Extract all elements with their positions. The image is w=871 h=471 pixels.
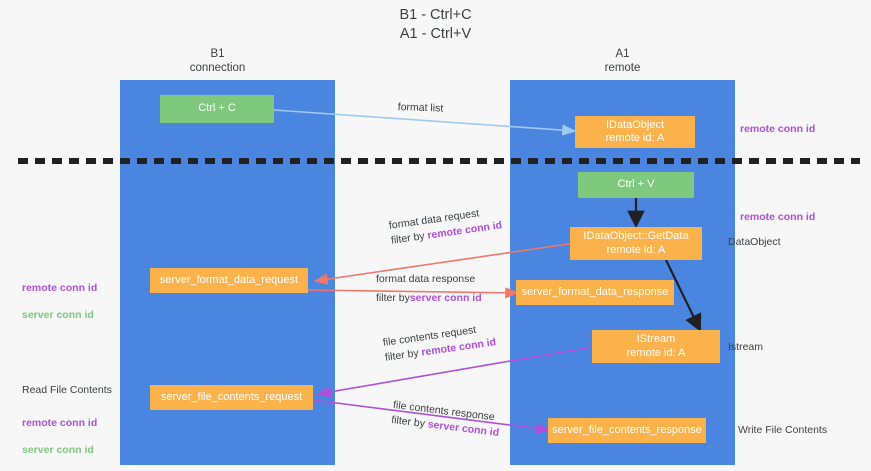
- edge-label-format-data-request-filter-prefix: filter by: [390, 229, 429, 247]
- box-server-format-data-request[interactable]: server_format_data_request: [150, 268, 308, 293]
- box-idataobject[interactable]: IDataObject remote id: A: [575, 116, 695, 148]
- annotation-read-file-contents: Read File Contents: [22, 384, 112, 396]
- edge-label-format-list: format list: [397, 100, 444, 115]
- annotation-conn-ids-top-remote: remote conn id: [22, 281, 98, 294]
- annotation-remote-conn-id-mid: remote conn id: [740, 211, 816, 223]
- annotation-conn-ids-bottom: remote conn id server conn id: [22, 403, 97, 471]
- box-server-format-data-response[interactable]: server_format_data_response: [516, 280, 674, 305]
- annotation-dataobject: DataObject: [728, 236, 781, 248]
- edge-label-file-contents-response-filter-prefix: filter by: [390, 413, 429, 431]
- edge-label-format-data-response-filter-prefix: filter by: [376, 292, 410, 304]
- edge-label-format-data-response-filter-key: server conn id: [409, 292, 482, 304]
- annotation-conn-ids-bottom-server: server conn id: [22, 443, 94, 456]
- annotation-conn-ids-top-server: server conn id: [22, 308, 94, 321]
- annotation-remote-conn-id-top: remote conn id: [740, 123, 816, 135]
- box-idataobject-getdata[interactable]: IDataObject::GetData remote id: A: [570, 227, 702, 260]
- edge-label-format-data-response-text: format data response: [376, 273, 476, 285]
- page-title: B1 - Ctrl+C A1 - Ctrl+V: [399, 7, 472, 42]
- box-server-file-contents-response[interactable]: server_file_contents_response: [548, 418, 706, 443]
- edge-label-format-data-response: format data response filter by server co…: [376, 272, 482, 306]
- lane-header-a1: A1 remote: [604, 48, 641, 74]
- annotation-conn-ids-bottom-remote: remote conn id: [22, 416, 98, 429]
- annotation-istream: Istream: [728, 341, 764, 353]
- box-ctrl-v[interactable]: Ctrl + V: [578, 172, 694, 198]
- box-server-file-contents-request[interactable]: server_file_contents_request: [150, 385, 313, 410]
- lane-header-b1: B1 connection: [189, 48, 246, 74]
- box-istream[interactable]: IStream remote id: A: [592, 330, 720, 363]
- annotation-conn-ids-top: remote conn id server conn id: [22, 268, 97, 336]
- annotation-write-file-contents: Write File Contents: [738, 424, 828, 436]
- box-ctrl-c[interactable]: Ctrl + C: [160, 95, 274, 123]
- edge-label-file-contents-request-filter-prefix: filter by: [384, 346, 423, 364]
